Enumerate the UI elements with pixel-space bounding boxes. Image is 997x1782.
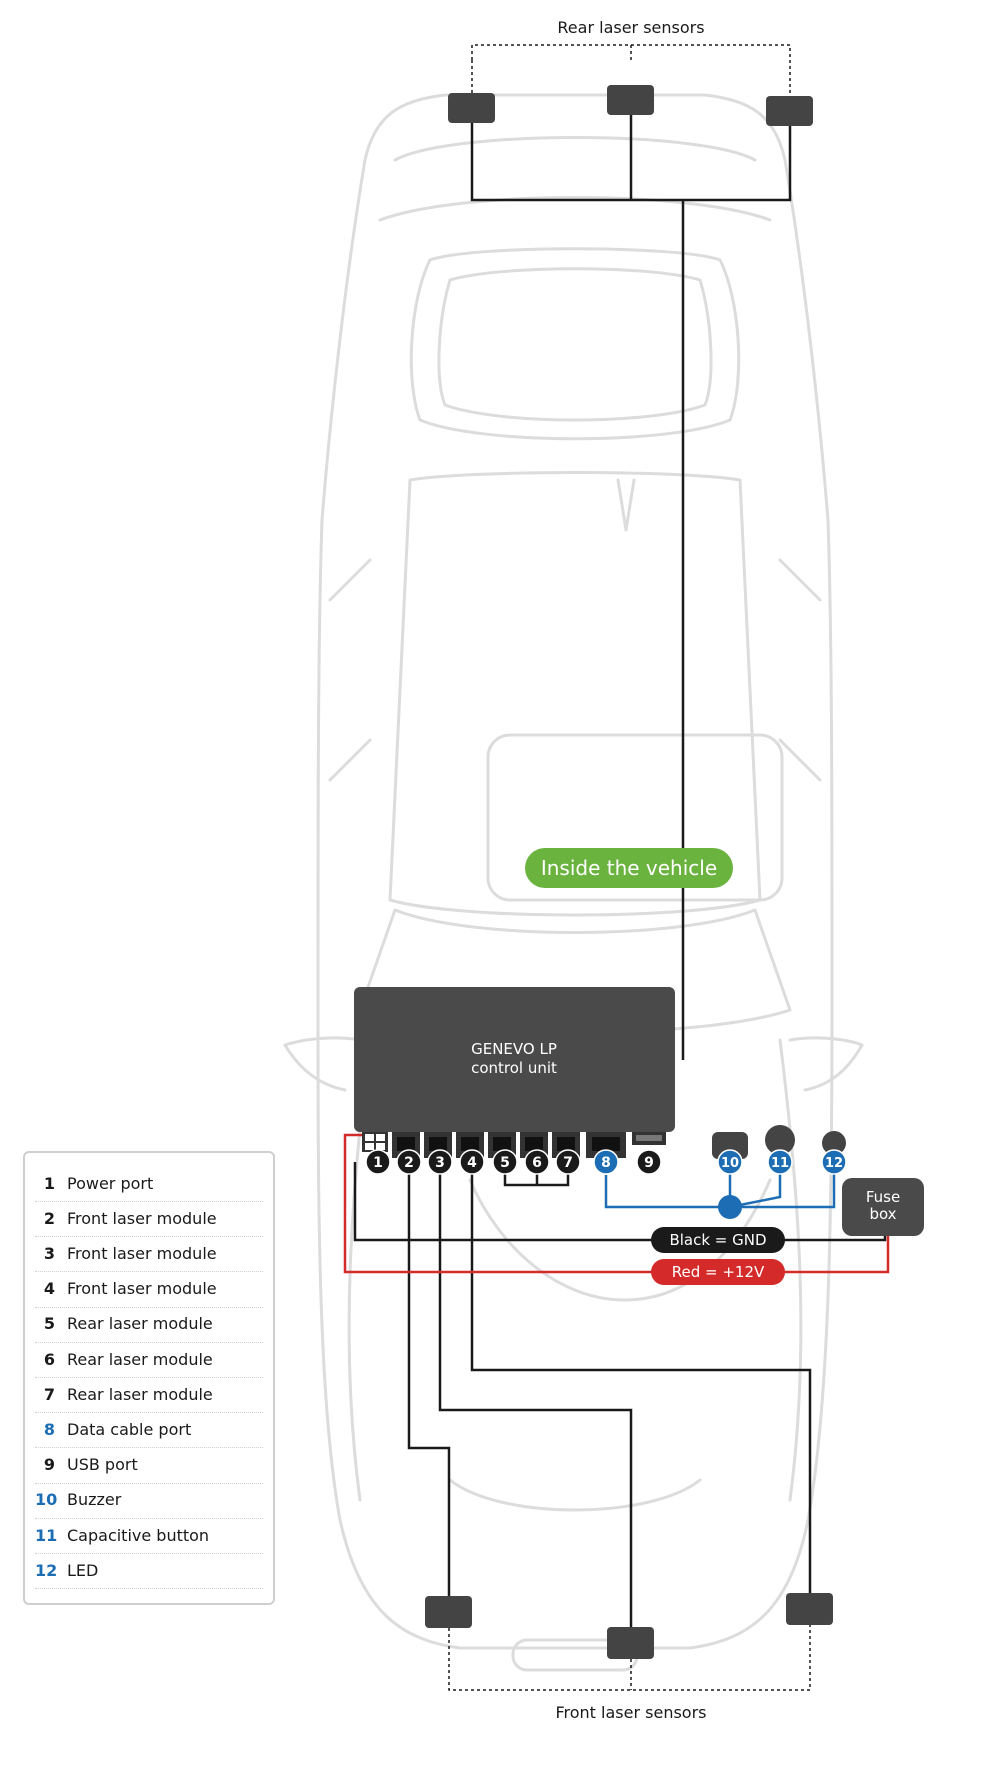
port-badge-4: 4 <box>459 1149 485 1175</box>
legend-item-number: 5 <box>43 1314 55 1334</box>
inside-vehicle-badge <box>525 848 733 888</box>
legend-item-label: Front laser module <box>67 1243 217 1263</box>
rear-sensor-left <box>448 93 495 123</box>
power-label: Red = +12V <box>672 1263 765 1281</box>
legend-item-number: 10 <box>35 1490 58 1510</box>
legend-item: 2 Front laser module <box>35 1200 263 1238</box>
port-badge-3: 3 <box>427 1149 453 1175</box>
legend-item-number: 12 <box>35 1560 58 1580</box>
rear-sensors-label: Rear laser sensors <box>557 18 704 37</box>
port-badges: 1 2 3 4 5 6 7 8 9 <box>365 1149 662 1175</box>
port-badge-6: 6 <box>524 1149 550 1175</box>
port-badge-number: 8 <box>601 1155 611 1171</box>
port-badge-9: 9 <box>636 1149 662 1175</box>
legend-item: 4 Front laser module <box>35 1271 263 1308</box>
rear-sensor-right <box>766 96 813 126</box>
port-badge-number: 2 <box>404 1155 414 1171</box>
control-unit-title: GENEVO LP <box>471 1040 557 1058</box>
legend-item-number: 9 <box>43 1455 55 1475</box>
legend-item-label: Power port <box>67 1173 154 1193</box>
legend-item-label: Capacitive button <box>67 1525 210 1545</box>
front-sensor-left <box>425 1596 472 1628</box>
port-badge-number: 5 <box>500 1155 510 1171</box>
port-badge-8: 8 <box>593 1149 619 1175</box>
legend-item-number: 6 <box>43 1349 55 1369</box>
legend-item-label: Data cable port <box>67 1419 192 1439</box>
port-badge-number: 4 <box>467 1155 477 1171</box>
fuse-box-line2: box <box>869 1205 896 1223</box>
ground-label: Black = GND <box>669 1231 766 1249</box>
legend-item-label: Rear laser module <box>67 1314 213 1334</box>
power-wire <box>343 1133 890 1274</box>
ground-label-pill <box>651 1227 785 1253</box>
legend-item: 1 Power port <box>35 1165 263 1202</box>
peripheral-badge-10: 10 <box>717 1149 743 1175</box>
rear-sensor-center <box>607 85 654 115</box>
legend-item-label: LED <box>67 1560 99 1580</box>
legend-item: 12 LED <box>35 1552 263 1590</box>
fuse-box <box>842 1178 924 1236</box>
port-badge-number: 1 <box>373 1155 383 1171</box>
legend-item-label: USB port <box>67 1455 138 1475</box>
peripheral-badge-number: 12 <box>825 1156 843 1171</box>
fuse-box-line1: Fuse <box>866 1188 900 1206</box>
legend-item: 11 Capacitive button <box>35 1517 263 1554</box>
peripheral-badge-11: 11 <box>767 1149 793 1175</box>
legend-item-label: Rear laser module <box>67 1349 213 1369</box>
port-badge-number: 6 <box>532 1155 542 1171</box>
legend-item-label: Rear laser module <box>67 1384 213 1404</box>
peripheral-badge-12: 12 <box>821 1149 847 1175</box>
legend-item: 9 USB port <box>35 1447 263 1484</box>
front-sensors-label: Front laser sensors <box>555 1703 706 1722</box>
legend-item-number: 7 <box>43 1384 55 1404</box>
legend-item-number: 4 <box>43 1279 55 1299</box>
legend-item-number: 11 <box>35 1525 58 1545</box>
port-badge-number: 3 <box>435 1155 445 1171</box>
control-unit-subtitle: control unit <box>471 1059 557 1077</box>
front-sensor-right <box>786 1593 833 1625</box>
legend-item-number: 3 <box>43 1243 55 1263</box>
legend-item: 8 Data cable port <box>35 1411 263 1449</box>
legend-item-number: 1 <box>43 1173 55 1193</box>
legend-item: 3 Front laser module <box>35 1235 263 1273</box>
legend-item-label: Front laser module <box>67 1208 217 1228</box>
ground-wire <box>353 1162 887 1242</box>
legend-item-label: Buzzer <box>67 1490 122 1510</box>
legend-item-label: Front laser module <box>67 1279 217 1299</box>
port-badge-7: 7 <box>555 1149 581 1175</box>
port-badge-1: 1 <box>365 1149 391 1175</box>
inside-vehicle-label: Inside the vehicle <box>541 856 717 880</box>
peripheral-badges: 10 11 12 <box>717 1149 847 1175</box>
port-badge-number: 7 <box>563 1155 573 1171</box>
legend-item-number: 2 <box>43 1208 55 1228</box>
legend-item: 5 Rear laser module <box>35 1306 263 1343</box>
port-badge-number: 9 <box>644 1155 654 1171</box>
front-sensor-center <box>607 1627 654 1659</box>
peripheral-badge-number: 10 <box>721 1156 739 1171</box>
capacitive-button <box>765 1125 795 1155</box>
peripheral-badge-number: 11 <box>771 1156 789 1171</box>
led <box>822 1131 846 1155</box>
legend-item: 6 Rear laser module <box>35 1341 263 1378</box>
legend-item: 7 Rear laser module <box>35 1376 263 1414</box>
data-cable-junction <box>718 1195 742 1219</box>
port-badge-5: 5 <box>492 1149 518 1175</box>
buzzer <box>712 1132 748 1159</box>
power-label-pill <box>651 1259 785 1285</box>
port-badge-2: 2 <box>396 1149 422 1175</box>
control-unit <box>354 987 675 1132</box>
legend-item-number: 8 <box>43 1419 55 1439</box>
legend-item: 10 Buzzer <box>35 1482 263 1519</box>
front-sensors-bracket <box>448 1625 811 1691</box>
